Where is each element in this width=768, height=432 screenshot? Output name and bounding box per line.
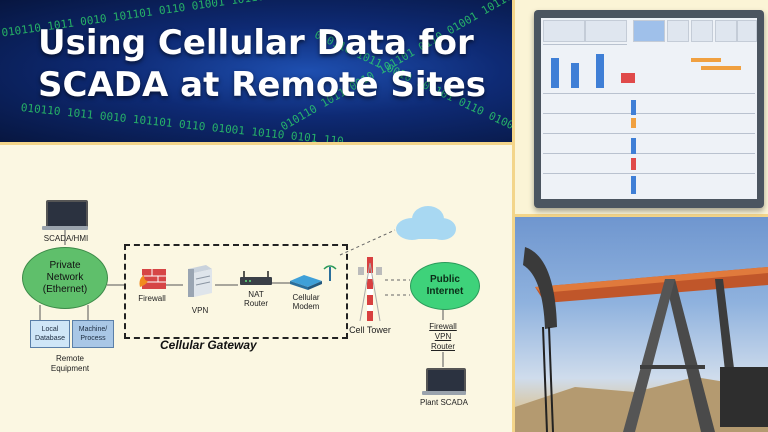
cellular-modem-line2: Modem — [292, 302, 320, 311]
connector-lines — [39, 229, 444, 367]
router-icon — [240, 271, 272, 285]
cell-tower-icon — [358, 257, 382, 322]
cellular-gateway-box — [124, 244, 348, 339]
brick-firewall-icon — [139, 269, 166, 289]
hmi-screen — [541, 18, 757, 199]
vpn-label: VPN — [191, 306, 209, 315]
laptop-base — [422, 391, 466, 395]
page-title: Using Cellular Data for SCADA at Remote … — [38, 22, 498, 106]
antenna-icon — [323, 265, 337, 281]
firewall-label: Firewall — [138, 294, 166, 303]
remote-equipment-line2: Equipment — [50, 364, 90, 373]
local-database-box: Local Database — [30, 320, 70, 348]
remote-equipment-line1: Remote — [55, 354, 84, 363]
cell-tower-label: Cell Tower — [349, 325, 391, 335]
private-network-line2: Network — [46, 272, 84, 283]
local-database-line2: Database — [35, 335, 65, 342]
title-banner: 010110 1011 0010 101101 0110 01001 10110… — [0, 0, 512, 142]
cellular-gateway-label: Cellular Gateway — [160, 338, 257, 352]
laptop-base — [42, 226, 88, 230]
machine-process-line2: Process — [80, 335, 106, 342]
public-internet-line2: Internet — [426, 286, 464, 297]
local-database-line1: Local — [41, 326, 59, 333]
scada-hmi-label: SCADA/HMI — [43, 234, 89, 243]
private-network-node: Private Network (Ethernet) — [22, 247, 108, 309]
public-internet-node: Public Internet — [410, 262, 480, 310]
cellular-modem-line1: Cellular — [292, 293, 320, 302]
private-network-line1: Private — [49, 260, 81, 271]
machine-process-box: Machine/ Process — [72, 320, 114, 348]
pumpjack-icon — [515, 247, 768, 432]
nat-router-line2: Router — [243, 299, 268, 308]
scada-laptop-icon — [46, 200, 88, 229]
nat-router-line1: NAT — [248, 290, 264, 299]
title-line-1: Using Cellular Data for — [38, 23, 474, 63]
private-network-line3: (Ethernet) — [42, 284, 88, 295]
title-line-2: SCADA at Remote Sites — [38, 65, 487, 105]
panel-divider — [0, 142, 512, 145]
plant-firewall-label: Firewall — [429, 322, 457, 331]
plant-vpn-label: VPN — [434, 332, 452, 341]
public-internet-line1: Public — [429, 274, 460, 285]
plant-scada-label: Plant SCADA — [419, 398, 469, 407]
cloud-icon — [396, 206, 456, 240]
pumpjack-photo-panel — [515, 217, 768, 432]
plant-router-label: Router — [430, 342, 455, 351]
network-diagram: SCADA/HMI Private Network (Ethernet) Loc… — [0, 145, 512, 432]
machine-process-line1: Machine/ — [78, 326, 108, 333]
panel-divider — [515, 214, 768, 217]
cellular-modem-icon — [290, 275, 322, 290]
panel-divider — [512, 0, 515, 432]
server-icon — [188, 265, 212, 297]
